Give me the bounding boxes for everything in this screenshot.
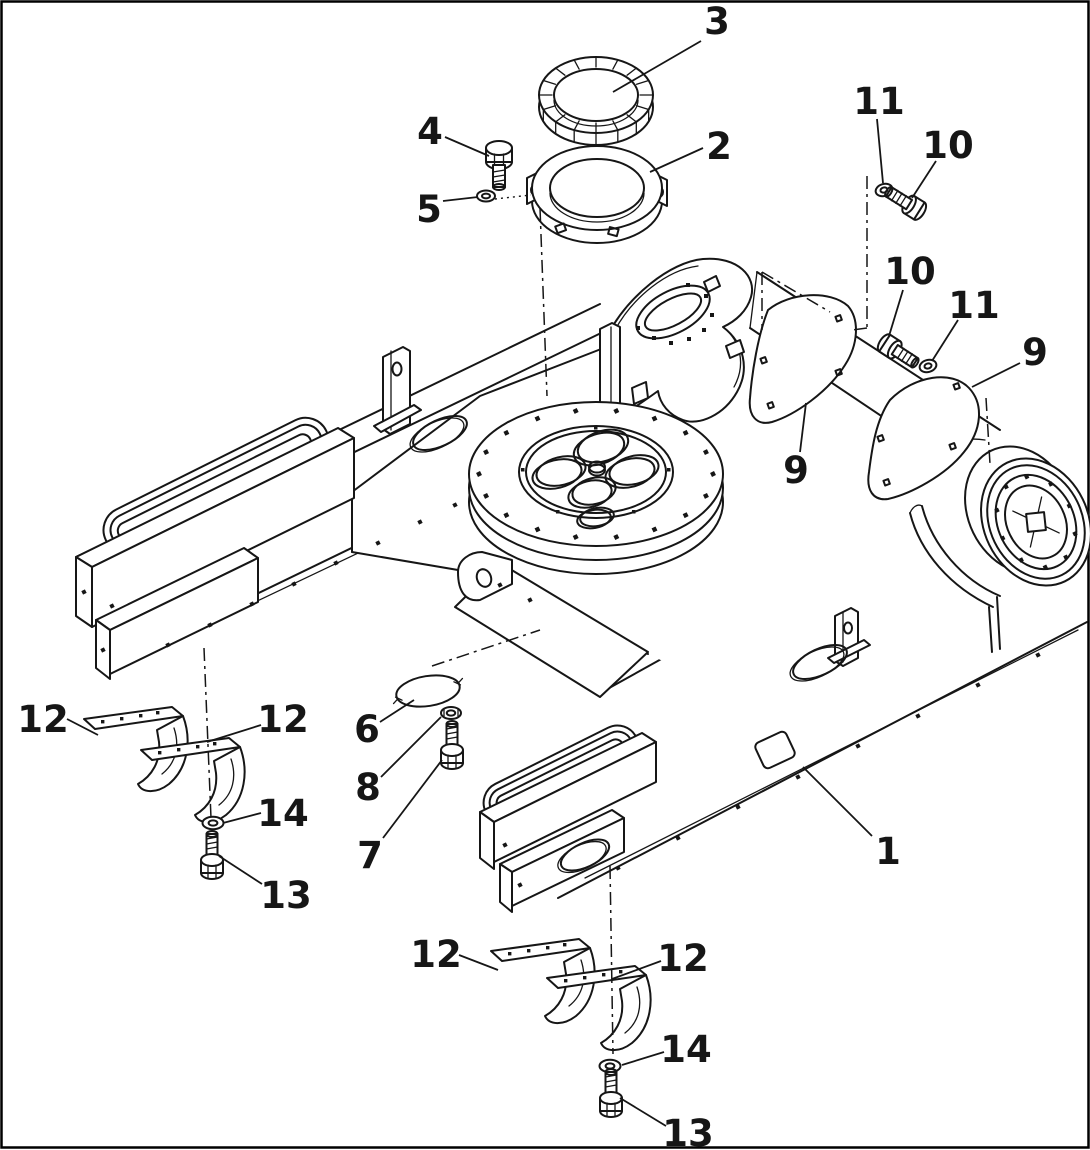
callout-part-10-mid: 10 bbox=[884, 250, 936, 293]
leader-part-13-a bbox=[218, 855, 263, 885]
swing-circle-holes bbox=[531, 428, 660, 530]
bolt-part13-b bbox=[599, 1068, 623, 1118]
cover-part9-left bbox=[748, 294, 857, 424]
callout-layer: 3 4 5 2 11 10 10 11 9 9 1 12 12 14 13 6 8 7 12 12 14 13 bbox=[17, 0, 1048, 1150]
leader-part-10-top bbox=[911, 160, 937, 199]
callout-part-12-d: 12 bbox=[657, 937, 709, 980]
leader-part-6 bbox=[379, 699, 415, 723]
front-right-leg bbox=[454, 551, 649, 698]
hub-strap bbox=[921, 505, 1001, 597]
callout-part-9-right: 9 bbox=[1022, 331, 1048, 374]
cover-plate-part6 bbox=[392, 674, 464, 708]
leader-part-12-a bbox=[66, 718, 99, 736]
leader-part-8 bbox=[380, 716, 442, 778]
callout-part-13-b: 13 bbox=[662, 1112, 714, 1150]
leader-part-13-b bbox=[619, 1097, 667, 1127]
mount-clip bbox=[725, 339, 745, 359]
frame-details bbox=[81, 346, 1041, 888]
callout-part-12-a: 12 bbox=[17, 698, 69, 741]
leader-part-2 bbox=[649, 147, 704, 173]
leader-part-10-mid bbox=[888, 289, 904, 337]
leader-part-9-right bbox=[971, 362, 1021, 388]
callout-part-14-a: 14 bbox=[257, 792, 309, 835]
callout-part-10-top: 10 bbox=[922, 124, 974, 167]
callout-part-7: 7 bbox=[357, 834, 383, 877]
leader-part-3 bbox=[612, 40, 702, 93]
washer-part14-b bbox=[598, 1058, 622, 1074]
bolt-part7 bbox=[440, 720, 464, 770]
callout-part-4: 4 bbox=[417, 110, 443, 153]
leader-part-14-b bbox=[621, 1051, 665, 1066]
leader-part-4 bbox=[444, 136, 490, 157]
leader-part-1 bbox=[802, 766, 873, 837]
callout-part-6: 6 bbox=[354, 708, 380, 751]
leader-part-7 bbox=[382, 759, 443, 839]
left-fork-end bbox=[75, 416, 355, 680]
mount-slot bbox=[635, 284, 711, 340]
callout-part-2: 2 bbox=[706, 125, 732, 168]
leader-part-12-b bbox=[206, 724, 262, 743]
washer-part14-a bbox=[201, 815, 225, 831]
web-rect-cutout bbox=[754, 730, 796, 770]
callout-part-11-top: 11 bbox=[853, 80, 905, 123]
callout-part-9-left: 9 bbox=[783, 449, 809, 492]
washer-part11-mid bbox=[918, 358, 938, 374]
mount-bracket bbox=[631, 381, 649, 405]
callout-part-12-c: 12 bbox=[410, 933, 462, 976]
leader-part-14-a bbox=[222, 812, 262, 824]
callout-part-8: 8 bbox=[355, 766, 381, 809]
leader-part-11-mid bbox=[931, 319, 959, 362]
callout-part-12-b: 12 bbox=[257, 698, 309, 741]
right-fork-end bbox=[479, 724, 657, 913]
swing-circle bbox=[468, 401, 724, 575]
track-frame-assembly bbox=[75, 257, 1090, 913]
callout-part-3: 3 bbox=[704, 0, 730, 43]
bolt-part13-a bbox=[200, 830, 224, 880]
leader-part-11-top bbox=[876, 118, 884, 184]
center-lines bbox=[203, 176, 991, 1055]
bolt-part10-top bbox=[880, 181, 930, 224]
callout-part-1: 1 bbox=[875, 830, 901, 873]
leader-part-12-d bbox=[611, 960, 662, 980]
mount-clip bbox=[703, 275, 721, 293]
washer-part8 bbox=[440, 706, 462, 720]
callout-part-14-b: 14 bbox=[660, 1028, 712, 1071]
rear-right-hub bbox=[899, 438, 1090, 653]
hub-face bbox=[980, 457, 1090, 587]
leader-part-12-c bbox=[458, 954, 499, 971]
callout-part-13-a: 13 bbox=[260, 874, 312, 917]
callout-part-5: 5 bbox=[416, 188, 442, 231]
leader-part-5 bbox=[442, 196, 479, 202]
ring-part2 bbox=[526, 145, 668, 244]
seal-ring-part3 bbox=[538, 56, 654, 146]
cover-part9-right bbox=[867, 376, 981, 501]
bolt-part10-mid bbox=[874, 330, 924, 374]
washer-part5 bbox=[476, 189, 496, 203]
leader-part-9-left bbox=[799, 402, 807, 453]
lifting-eye-bracket bbox=[457, 551, 513, 602]
bolt-part4 bbox=[485, 140, 513, 191]
callout-part-11-mid: 11 bbox=[948, 284, 1000, 327]
